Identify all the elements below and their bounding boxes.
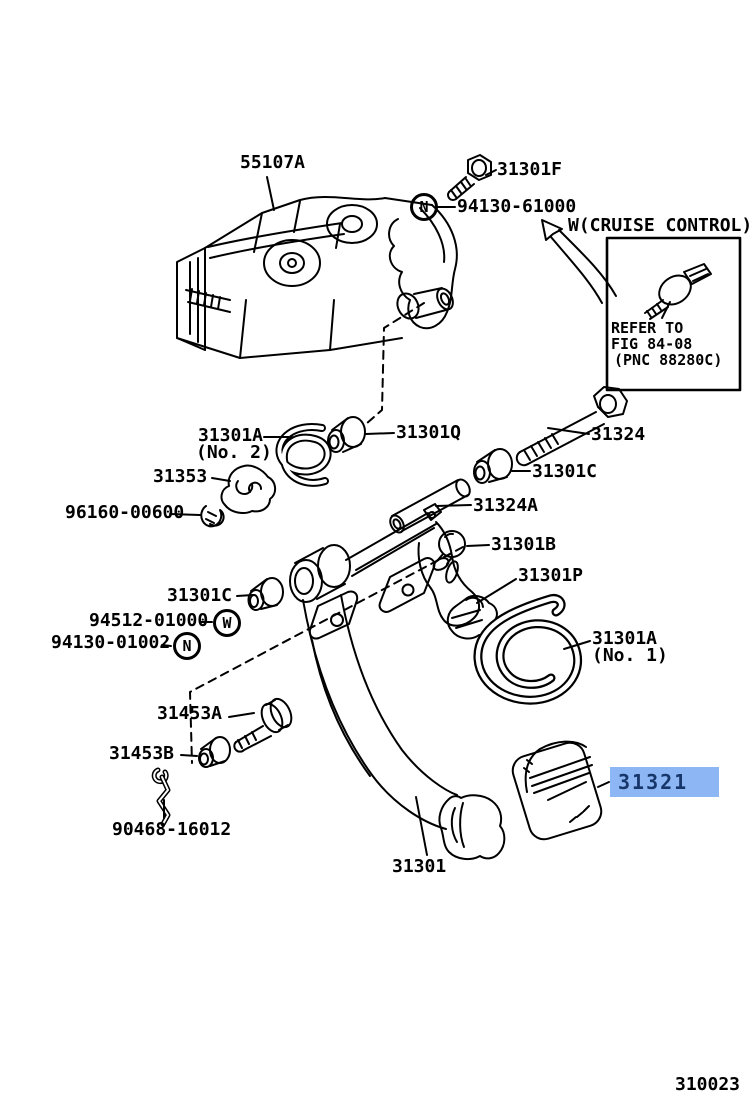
leader-55107a xyxy=(266,176,275,211)
clip-31301p-drawing xyxy=(446,578,517,640)
leader-94130-01002 xyxy=(161,644,172,647)
ball-31301b-drawing xyxy=(432,530,490,571)
clip-31353-drawing xyxy=(211,464,276,514)
callout-31301b[interactable]: 31301B xyxy=(491,534,557,555)
cruise-control-arrow xyxy=(541,219,617,304)
circled-letter-n-mid: N xyxy=(173,632,201,660)
callout-94130-01002[interactable]: 94130-01002 xyxy=(51,632,171,653)
cruise-control-box xyxy=(605,236,742,392)
bushing-31453b-drawing xyxy=(180,736,231,768)
callout-31321-highlighted[interactable]: 31321 xyxy=(610,767,719,797)
figure-number: 310023 xyxy=(675,1074,741,1095)
callout-31324[interactable]: 31324 xyxy=(591,424,646,445)
callout-94512-01000[interactable]: 94512-01000 xyxy=(89,610,209,631)
callout-31301f[interactable]: 31301F xyxy=(497,159,563,180)
assembly-dashed-lines xyxy=(189,302,464,764)
refer-note-line3: (PNC 88280C) xyxy=(614,351,723,369)
bolt-31301f-drawing xyxy=(447,154,497,201)
callout-31301a-no1[interactable]: 31301A xyxy=(592,628,658,649)
pin-31453a-drawing xyxy=(228,697,293,753)
callout-31453b[interactable]: 31453B xyxy=(109,743,175,764)
callout-31324a[interactable]: 31324A xyxy=(473,495,539,516)
spring-31301a-no2-drawing xyxy=(275,423,332,487)
circled-letter-n-top: N xyxy=(410,193,438,221)
callout-31301c-upper[interactable]: 31301C xyxy=(532,461,598,482)
callout-31301a-no2-sub: (No. 2) xyxy=(196,442,272,463)
pedal-pad-31321-drawing xyxy=(511,740,610,841)
callout-31301p[interactable]: 31301P xyxy=(518,565,584,586)
cotter-pin-90468-drawing xyxy=(151,767,171,827)
clutch-pedal-drawing xyxy=(289,503,506,861)
cruise-control-note: W(CRUISE CONTROL) xyxy=(568,215,753,236)
callout-96160-00600[interactable]: 96160-00600 xyxy=(65,502,185,523)
callout-55107a[interactable]: 55107A xyxy=(240,152,306,173)
bolt-31324-drawing xyxy=(515,386,628,467)
callout-90468-16012[interactable]: 90468-16012 xyxy=(112,819,232,840)
clip-96160-drawing xyxy=(169,505,225,528)
circled-letter-w: W xyxy=(213,609,241,637)
callout-31453a[interactable]: 31453A xyxy=(157,703,223,724)
callout-94130-61000[interactable]: 94130-61000 xyxy=(457,196,577,217)
bushing-31301q-drawing xyxy=(327,416,395,453)
pedal-support-bracket-drawing xyxy=(176,195,458,359)
callout-31353[interactable]: 31353 xyxy=(153,466,208,487)
callout-31301c-lower[interactable]: 31301C xyxy=(167,585,233,606)
refer-note-line2: FIG 84-08 xyxy=(611,335,693,353)
bushing-31301c-lower-drawing xyxy=(236,577,284,611)
callout-31301a-no1-sub: (No. 1) xyxy=(592,645,668,666)
spring-31301a-no1-drawing xyxy=(473,594,591,705)
bushing-31301c-upper-drawing xyxy=(473,448,531,484)
callout-31301a-no2[interactable]: 31301A xyxy=(198,425,264,446)
callout-31301[interactable]: 31301 xyxy=(392,856,447,877)
callout-31301q[interactable]: 31301Q xyxy=(396,422,462,443)
refer-note-line1: REFER TO xyxy=(611,319,684,337)
